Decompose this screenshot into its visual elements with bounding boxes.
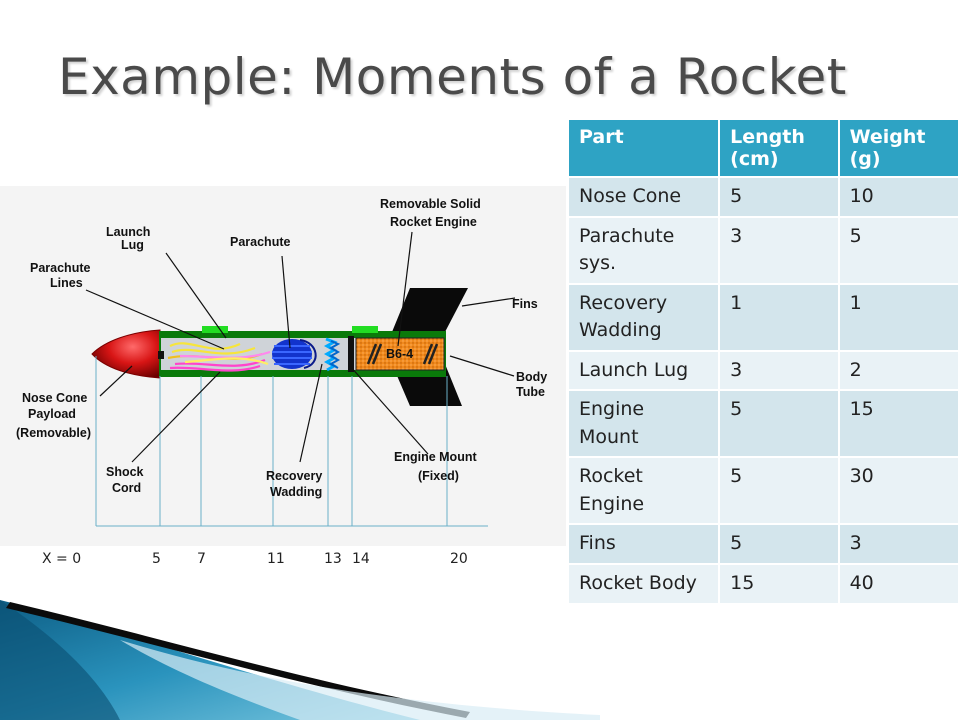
- cell-weight: 2: [839, 351, 958, 390]
- header-part: Part: [569, 120, 719, 176]
- upper-fin: [392, 288, 468, 332]
- table-row: Engine Mount 5 15: [569, 391, 958, 457]
- cell-part: Recovery Wadding: [569, 284, 719, 350]
- table-row: Parachute sys. 3 5: [569, 217, 958, 283]
- table-row: Recovery Wadding 1 1: [569, 284, 958, 350]
- label-parachute-lines: Parachute Lines: [30, 261, 94, 290]
- x-label-13: 13: [324, 551, 342, 567]
- cell-part: Launch Lug: [569, 351, 719, 390]
- label-launch-lug: Launch Lug: [106, 225, 154, 252]
- x-label-11: 11: [267, 551, 285, 567]
- cell-length: 5: [720, 525, 838, 564]
- cell-weight: 30: [839, 458, 958, 524]
- shock-cord-anchor: [158, 351, 164, 359]
- label-parachute: Parachute: [230, 235, 290, 249]
- x-label-7: 7: [197, 551, 206, 567]
- recovery-wadding: [323, 337, 341, 372]
- label-engine-mount: Engine Mount (Fixed): [394, 450, 480, 483]
- cell-length: 5: [720, 391, 838, 457]
- cell-part: Parachute sys.: [569, 217, 719, 283]
- cell-length: 5: [720, 458, 838, 524]
- cell-weight: 40: [839, 565, 958, 603]
- slide-title: Example: Moments of a Rocket: [58, 48, 847, 106]
- cell-length: 1: [720, 284, 838, 350]
- cell-weight: 10: [839, 178, 958, 216]
- cell-part: Rocket Body: [569, 565, 719, 603]
- label-removable-engine: Removable Solid Rocket Engine: [380, 197, 484, 229]
- cell-part: Fins: [569, 525, 719, 564]
- table-row: Launch Lug 3 2: [569, 351, 958, 390]
- cell-length: 3: [720, 217, 838, 283]
- cell-part: Nose Cone: [569, 178, 719, 216]
- cell-part: Rocket Engine: [569, 458, 719, 524]
- engine-code: B6-4: [386, 347, 413, 361]
- x-label-20: 20: [450, 551, 468, 567]
- label-body-tube: Body Tube: [516, 370, 551, 399]
- header-length: Length (cm): [720, 120, 838, 176]
- engine-clip: [352, 326, 378, 333]
- label-fins: Fins: [512, 297, 538, 311]
- table-row: Fins 5 3: [569, 525, 958, 564]
- parachute: [272, 339, 317, 369]
- parts-table: Part Length (cm) Weight (g) Nose Cone 5 …: [567, 118, 960, 605]
- x-label-14: 14: [352, 551, 370, 567]
- x-label-0: X = 0: [42, 551, 82, 567]
- table-header-row: Part Length (cm) Weight (g): [569, 120, 958, 176]
- nose-cone: [91, 329, 161, 379]
- cell-part: Engine Mount: [569, 391, 719, 457]
- label-recovery-wadding: Recovery Wadding: [266, 469, 326, 499]
- table-row: Rocket Body 15 40: [569, 565, 958, 603]
- cell-length: 3: [720, 351, 838, 390]
- engine-mount: [348, 336, 354, 372]
- cell-length: 15: [720, 565, 838, 603]
- corner-swoosh-decoration: [0, 600, 600, 720]
- cell-weight: 15: [839, 391, 958, 457]
- leader-lines: [85, 231, 516, 463]
- cell-weight: 1: [839, 284, 958, 350]
- header-weight: Weight (g): [839, 120, 958, 176]
- table-row: Rocket Engine 5 30: [569, 458, 958, 524]
- label-shock-cord: Shock Cord: [106, 465, 147, 495]
- x-label-5: 5: [152, 551, 161, 567]
- cell-length: 5: [720, 178, 838, 216]
- cell-weight: 5: [839, 217, 958, 283]
- position-markers: [95, 356, 488, 527]
- cell-weight: 3: [839, 525, 958, 564]
- table-row: Nose Cone 5 10: [569, 178, 958, 216]
- label-nose-cone: Nose Cone Payload (Removable): [16, 391, 91, 440]
- launch-lug: [202, 326, 228, 333]
- parachute-lines: [167, 342, 271, 372]
- rocket-diagram: B6-4 Launch Lug: [0, 186, 566, 546]
